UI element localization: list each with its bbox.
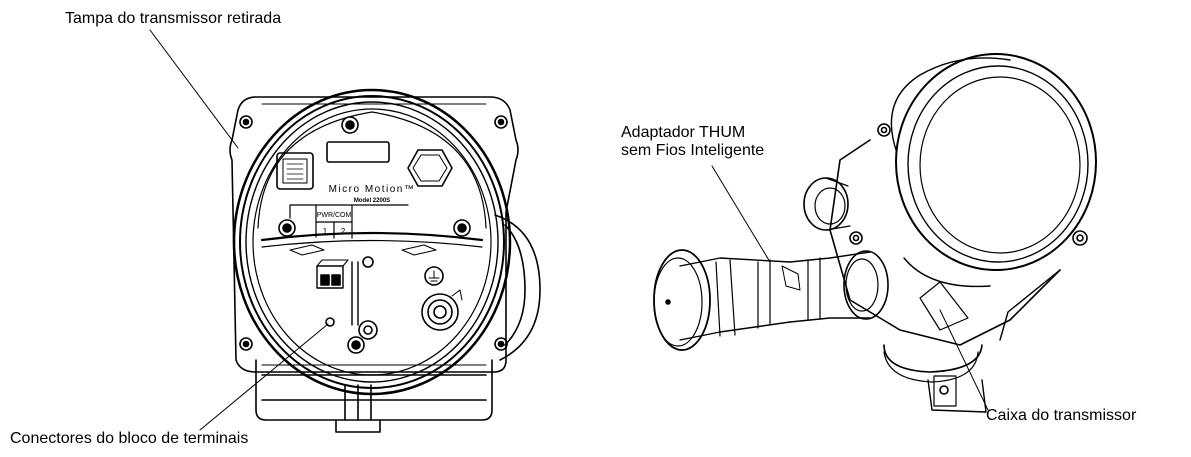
callout-terminal-connectors: Conectores do bloco de terminais [10, 430, 249, 447]
transmitter-thum-view [653, 53, 1097, 413]
callout-thum-line2: sem Fios Inteligente [621, 142, 765, 159]
transmitter-front-view [229, 88, 541, 433]
terminal-2-text: 2 [341, 227, 346, 236]
terminal-1-text: 1 [323, 227, 328, 236]
brand-text: Micro Motion™ [329, 184, 416, 195]
leader-thum [711, 165, 771, 263]
callout-transmitter-housing: Caixa do transmissor [986, 407, 1137, 424]
callout-thum-adapter: Adaptador THUM sem Fios Inteligente [621, 124, 764, 160]
leader-terminal [199, 323, 329, 431]
terminal-header-text: PWR/COM [317, 212, 352, 219]
leader-cover [149, 29, 239, 149]
model-text: Model 2200S [354, 198, 390, 204]
leader-case [939, 309, 989, 411]
callout-thum-line1: Adaptador THUM [621, 124, 746, 141]
callout-cover-removed: Tampa do transmissor retirada [65, 10, 282, 27]
